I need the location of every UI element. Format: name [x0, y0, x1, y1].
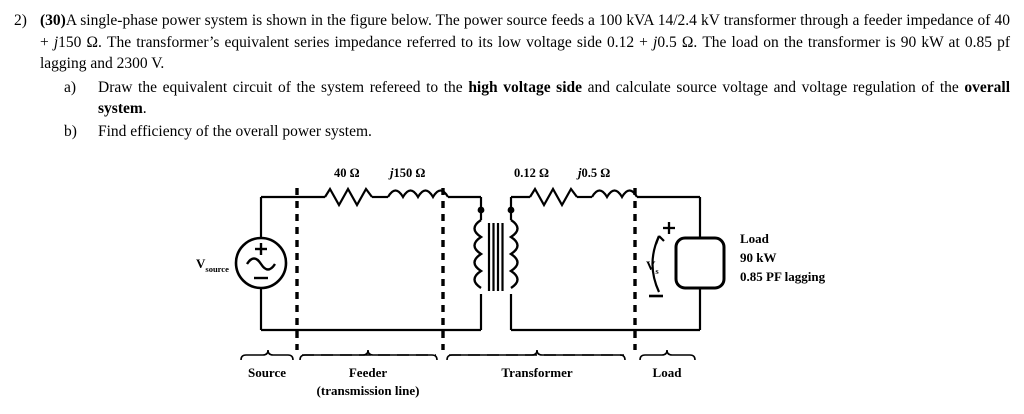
vs-plus-sign [663, 222, 675, 234]
section-label-transformer: Transformer [501, 365, 572, 380]
feeder-reactance-value: 150 Ω [58, 33, 99, 51]
question-statement-part3: . The transformer’s equivalent series im… [98, 33, 654, 51]
right-loop-wires [509, 186, 702, 332]
sub-a-bold-2: overall system [98, 78, 1011, 118]
feeder-j-symbol: j [53, 33, 59, 51]
feeder-resistor-symbol [324, 186, 373, 208]
question-row: 2) (30)A single-phase power system is sh… [14, 10, 1010, 142]
question-text: (30)A single-phase power system is shown… [40, 10, 1010, 142]
section-label-feeder-sub: (transmission line) [317, 383, 420, 398]
vs-symbol: V [646, 258, 656, 273]
sub-b-text-1: Find efficiency of the overall power sys… [98, 122, 372, 140]
vs-label: Vs [646, 258, 659, 276]
transformer-j-symbol: j [653, 33, 658, 51]
sub-question-a-text: Draw the equivalent circuit of the syste… [98, 77, 1010, 120]
transformer-core [487, 223, 504, 291]
transformer-resistance-label: 0.12 Ω [514, 166, 549, 180]
vs-measurement-arrow: Vs [646, 222, 675, 298]
sub-question-a-label: a) [64, 78, 77, 96]
sub-question-list: a) Draw the equivalent circuit of the sy… [40, 77, 1010, 143]
section-label-feeder: Feeder [349, 365, 387, 380]
sub-question-b-label: b) [64, 122, 77, 140]
sub-a-text-3: . [142, 100, 147, 117]
load-box [674, 236, 726, 290]
circuit-figure: Vsource [0, 158, 1024, 414]
source-voltage-symbol: V [196, 256, 206, 271]
vs-subscript: s [655, 266, 659, 276]
brace-source [240, 349, 294, 361]
transformer-inductor-symbol [591, 189, 638, 200]
load-power-factor: 0.85 PF lagging [740, 269, 826, 284]
transformer-primary-winding [473, 218, 484, 290]
transformer-secondary-winding [508, 218, 519, 290]
source-voltage-label: Vsource [196, 256, 229, 274]
feeder-resistance-label: 40 Ω [334, 166, 360, 180]
ac-source-symbol [234, 236, 288, 290]
sub-a-text-2: and calculate source voltage and voltage… [582, 78, 965, 96]
transformer-resistor-symbol [529, 186, 578, 208]
question-statement-part1: A single-phase power system is shown in … [65, 12, 600, 29]
transformer-rating: 100 kVA 14/2.4 kV [599, 12, 720, 29]
question-statement-part2: transformer through a feeder impedance o… [40, 12, 1011, 51]
feeder-reactance-j: j [388, 166, 394, 180]
feeder-inductor-symbol [387, 189, 449, 200]
feeder-reactance-value-fig: 150 Ω [393, 166, 425, 180]
transformer-reactance-value: 0.5 Ω [657, 33, 694, 51]
sub-question-b: b) Find efficiency of the overall power … [64, 121, 1010, 143]
question-number: 2) [14, 12, 27, 29]
section-label-load: Load [653, 365, 683, 380]
section-separators [295, 188, 637, 350]
transformer-primary-dot [477, 206, 485, 214]
question-points: (30) [40, 12, 66, 29]
transformer-reactance-label: j0.5 Ω [576, 166, 610, 180]
load-power: 90 kW [740, 250, 776, 265]
transformer-reactance-value-fig: 0.5 Ω [581, 166, 610, 180]
question-statement-part4: . The load on the transformer is 90 kW a… [40, 33, 1010, 73]
problem-statement: 2) (30)A single-phase power system is sh… [0, 0, 1024, 142]
source-sine-wave [245, 257, 277, 271]
sub-a-text-1: Draw the equivalent circuit of the syste… [98, 78, 469, 96]
vs-arrowhead [654, 235, 665, 245]
transformer-symbol [473, 206, 519, 291]
section-label-source: Source [248, 365, 286, 380]
sub-a-bold-1: high voltage side [468, 78, 583, 96]
feeder-reactance-label: j150 Ω [388, 166, 425, 180]
left-loop-wires [259, 186, 483, 332]
source-voltage-subscript: source [205, 264, 229, 274]
load-title: Load [740, 231, 770, 246]
sub-question-b-text: Find efficiency of the overall power sys… [98, 121, 1010, 143]
brace-load [639, 349, 696, 361]
transformer-reactance-j: j [576, 166, 582, 180]
sub-question-a: a) Draw the equivalent circuit of the sy… [64, 77, 1010, 120]
